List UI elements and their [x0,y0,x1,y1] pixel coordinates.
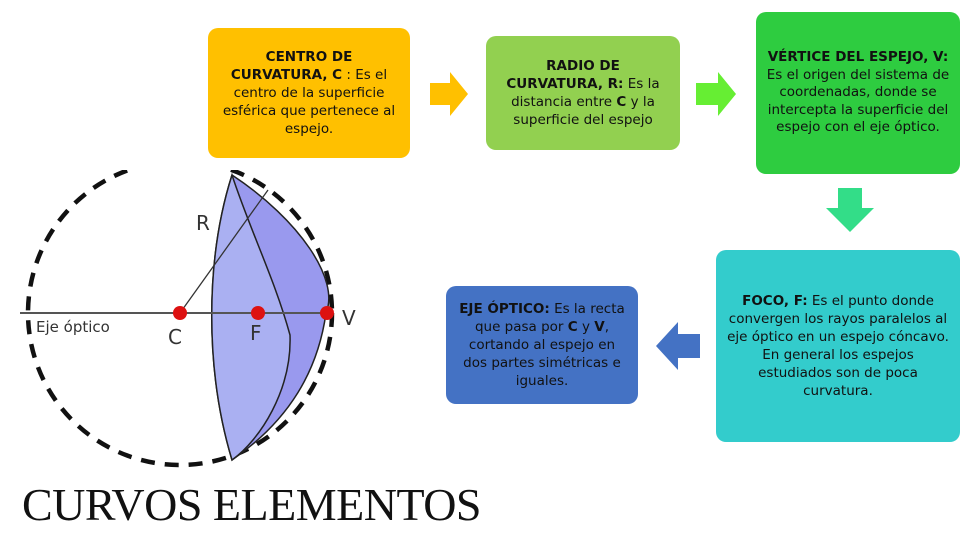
radio-term: RADIO DE CURVATURA, R: [506,58,624,92]
vertice-desc: Es el origen del sistema de coordenadas,… [766,66,950,136]
box-vertice-del-espejo: VÉRTICE DEL ESPEJO, V: Es el origen del … [756,12,960,174]
point-c [173,306,187,320]
box-vertice-text: VÉRTICE DEL ESPEJO, V: Es el origen del … [766,49,950,137]
eje-desc-2: , cortando al espejo en dos partes simét… [463,319,621,389]
vertice-term: VÉRTICE DEL ESPEJO, V: [767,49,949,66]
box-radio-text: RADIO DE CURVATURA, R: Es la distancia e… [496,57,670,129]
centro-desc: Es el centro de la superficie esférica q… [222,67,396,137]
eje-v: V [594,319,605,335]
eje-y: y [582,319,590,335]
centro-term: CENTRO DE CURVATURA, C [230,49,353,83]
eje-term: EJE ÓPTICO: [459,301,550,317]
radio-desc-1: Es la distancia entre [511,76,660,110]
axis-label: Eje óptico [36,318,110,336]
box-eje-text: EJE ÓPTICO: Es la recta que pasa por C y… [456,300,628,390]
point-f [251,306,265,320]
arrow-right-yellow-icon [430,72,468,116]
arrow-down-green-icon [826,188,874,232]
box-centro-de-curvatura: CENTRO DE CURVATURA, C : Es el centro de… [208,28,410,158]
label-r: R [196,211,210,235]
eje-desc-1: Es la recta que pasa por [474,301,625,335]
mirror-front-face [211,172,291,462]
box-centro-text: CENTRO DE CURVATURA, C : Es el centro de… [222,49,396,137]
page-title: CURVOS ELEMENTOS [22,479,482,530]
mirror-diagram: Eje óptico R C F V [20,170,356,468]
arrow-right-green-icon [696,72,736,116]
point-v [320,306,334,320]
radio-desc-2: y la superficie del espejo [513,94,655,128]
radio-c: C [616,94,627,110]
box-radio-de-curvatura: RADIO DE CURVATURA, R: Es la distancia e… [486,36,680,150]
box-foco: FOCO, F: Es el punto donde convergen los… [716,250,960,442]
foco-term: FOCO, F: [742,293,808,309]
radius-line [179,189,269,314]
eje-c: C [567,319,578,335]
label-f: F [250,321,262,345]
label-v: V [342,306,356,330]
box-foco-text: FOCO, F: Es el punto donde convergen los… [726,292,950,400]
arrow-left-blue-icon [656,322,700,370]
foco-desc: Es el punto donde convergen los rayos pa… [727,293,949,399]
label-c: C [168,325,182,349]
box-eje-optico: EJE ÓPTICO: Es la recta que pasa por C y… [446,286,638,404]
